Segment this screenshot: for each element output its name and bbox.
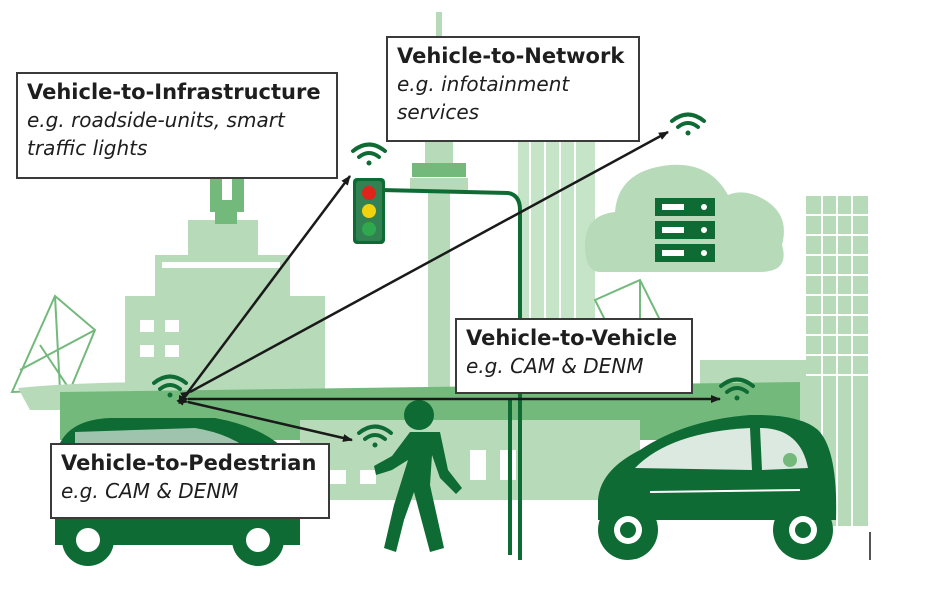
v2p-label-box: Vehicle-to-Pedestrian e.g. CAM & DENM: [50, 443, 330, 519]
left-building-top: [155, 255, 290, 300]
v2i-title: Vehicle-to-Infrastructure: [27, 80, 321, 104]
wifi-icon: [719, 377, 755, 401]
arrow-v2p: [178, 396, 353, 442]
wifi-icon: [351, 142, 387, 166]
v2i-label-box: Vehicle-to-Infrastructure e.g. roadside-…: [16, 72, 338, 179]
network-cloud: [585, 164, 784, 272]
v2p-example: e.g. CAM & DENM: [61, 479, 239, 503]
wifi-icon: [357, 424, 393, 448]
v2i-example: e.g. roadside-units, smart traffic light…: [27, 108, 285, 160]
car-icon: [598, 414, 837, 560]
server-rack-icon: [655, 198, 715, 262]
v2v-example: e.g. CAM & DENM: [466, 354, 644, 378]
v2v-title: Vehicle-to-Vehicle: [466, 326, 678, 350]
v2n-title: Vehicle-to-Network: [397, 44, 625, 68]
v2v-label-box: Vehicle-to-Vehicle e.g. CAM & DENM: [455, 318, 693, 394]
arrow-v2n: [180, 130, 669, 400]
left-scaffold: [10, 294, 97, 394]
left-building-crown: [188, 220, 258, 258]
v2p-title: Vehicle-to-Pedestrian: [61, 451, 317, 475]
v2n-label-box: Vehicle-to-Network e.g. infotainment ser…: [386, 36, 640, 142]
pedestrian-icon: [374, 400, 462, 552]
u-tower: [210, 175, 244, 212]
v2n-example: e.g. infotainment services: [397, 72, 570, 124]
wifi-icon: [670, 112, 706, 136]
